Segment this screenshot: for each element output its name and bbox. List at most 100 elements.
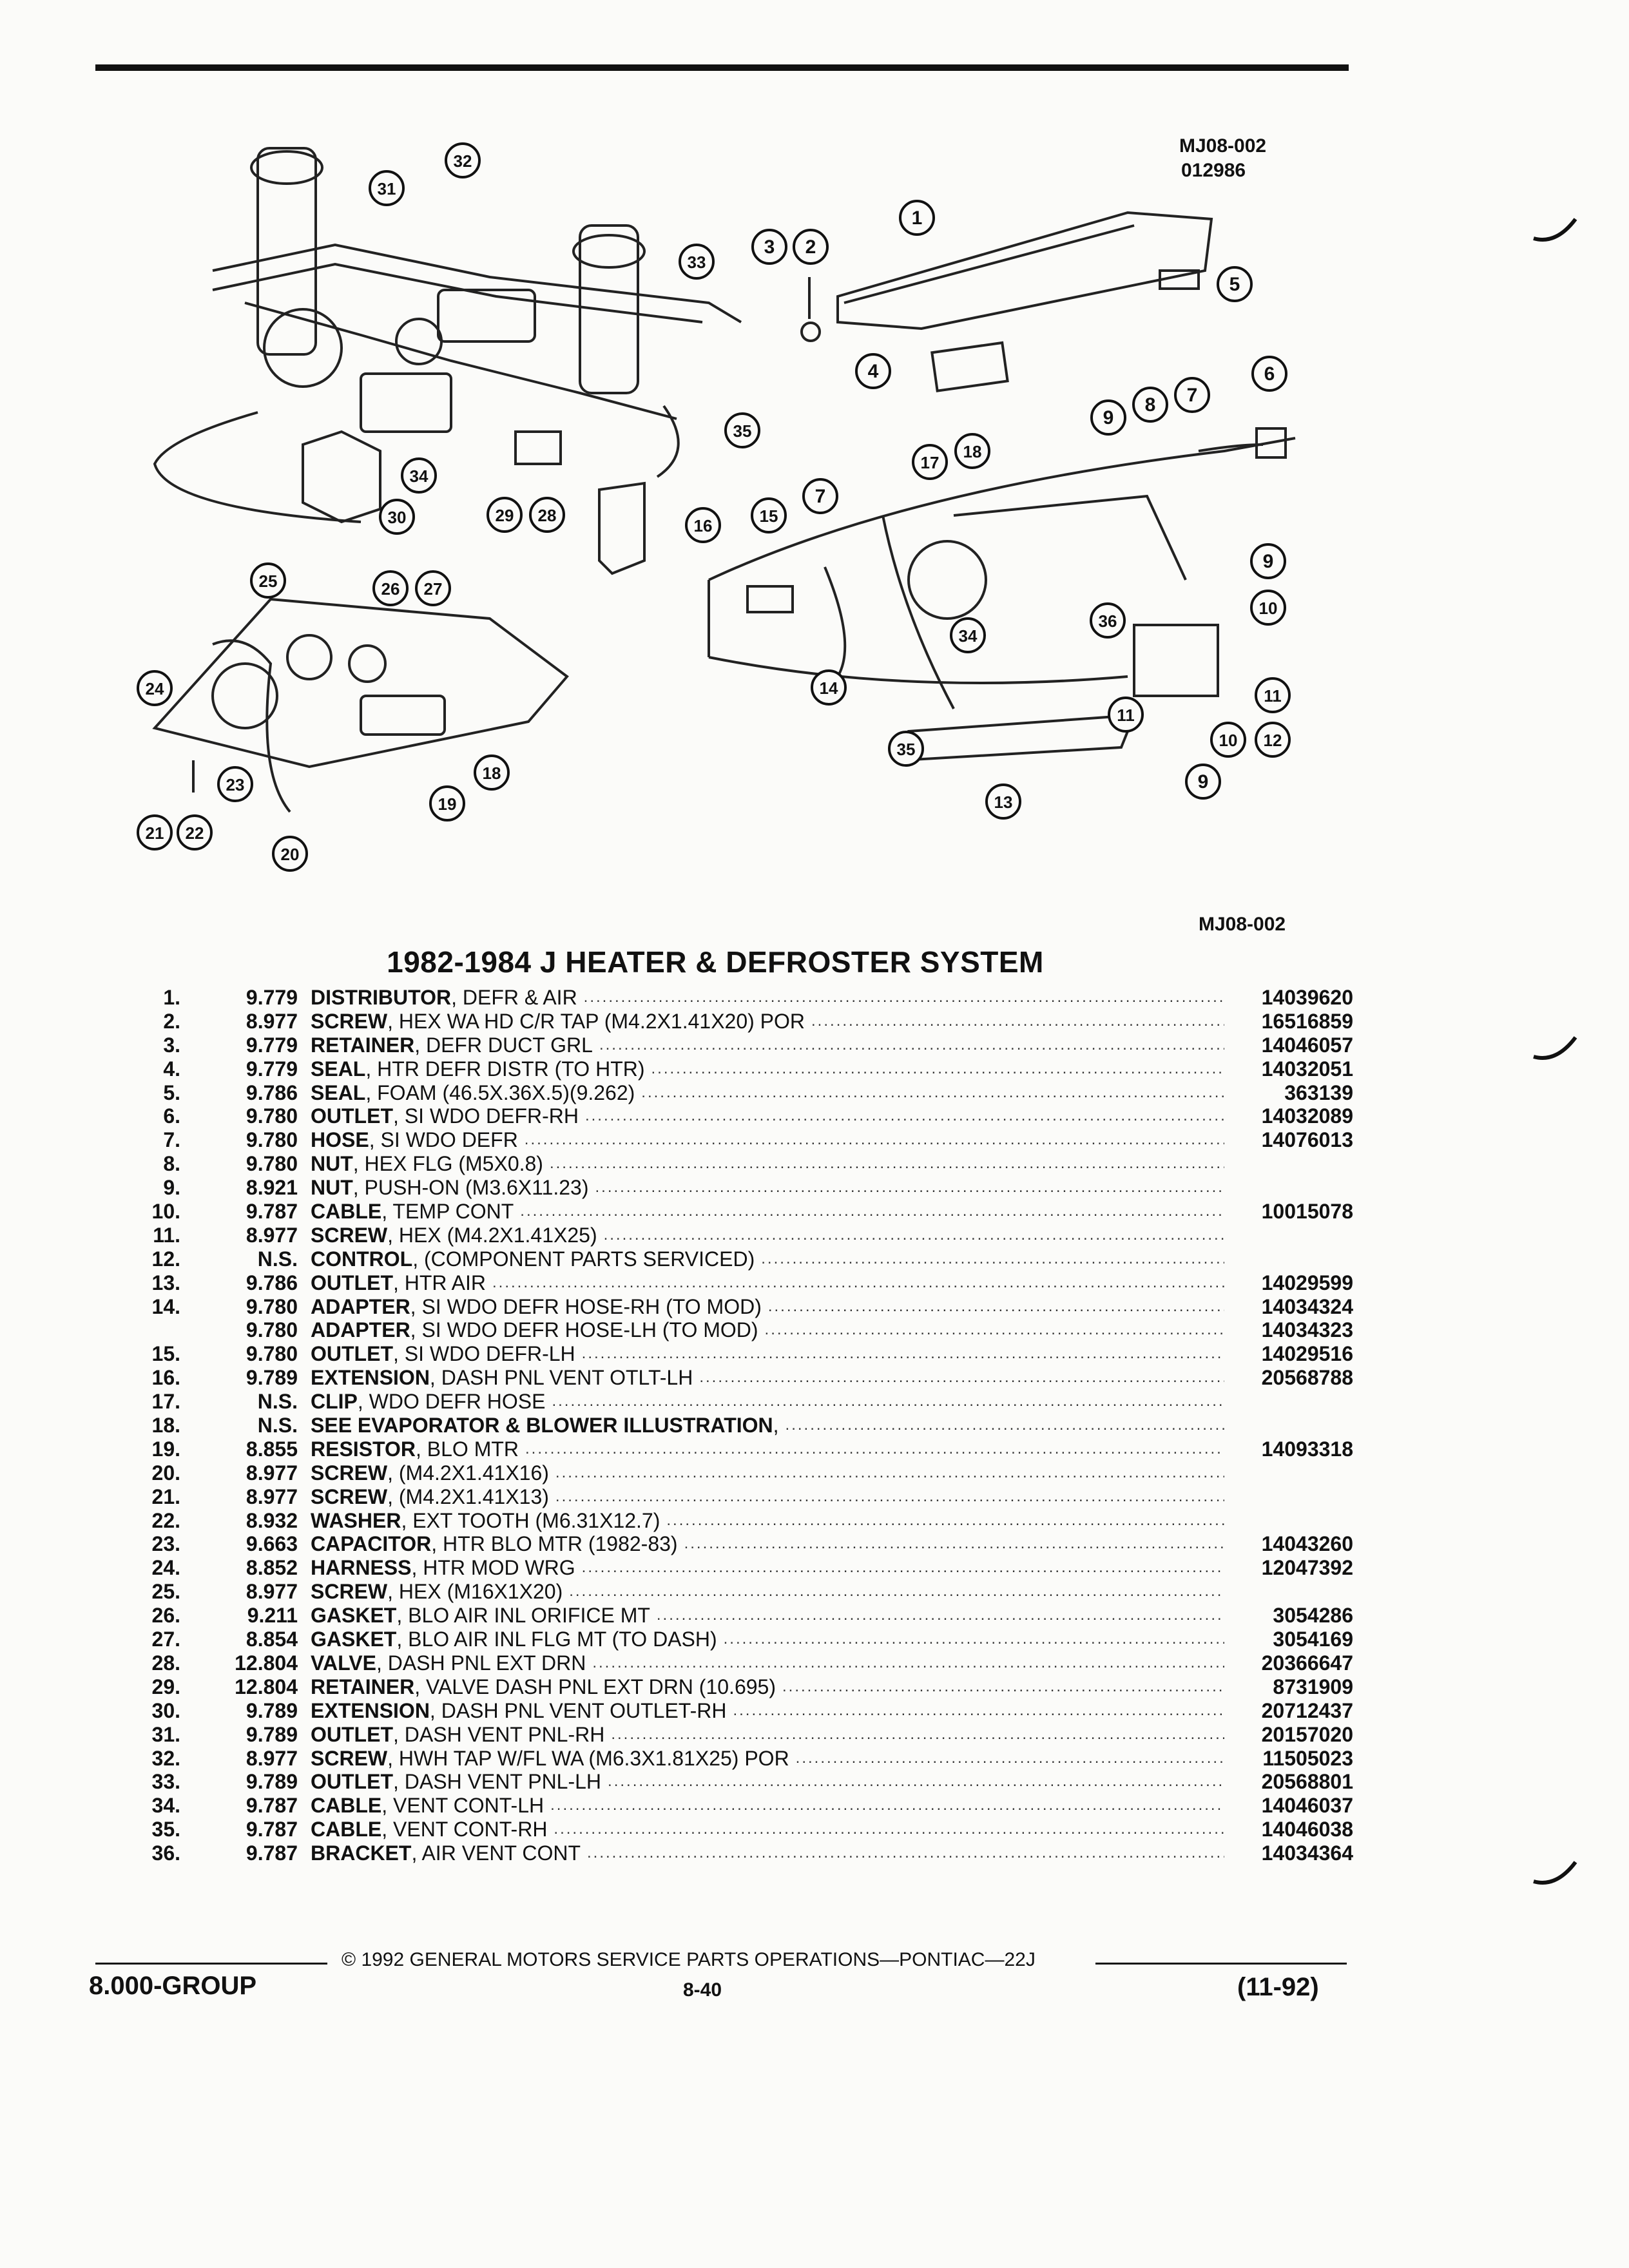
group-number: 9.787 xyxy=(246,1794,298,1818)
leader-dots xyxy=(579,1104,1224,1128)
part-description: GASKET , BLO AIR INL FLG MT (TO DASH) xyxy=(298,1628,1224,1651)
part-name: RETAINER xyxy=(311,1675,415,1698)
leader-dots xyxy=(549,1485,1224,1509)
callout-bubble: 26 xyxy=(372,570,409,606)
callout-bubbles: 1234567899910101111121314151671718181920… xyxy=(137,142,1291,872)
part-description: EXTENSION , DASH PNL VENT OTLT-LH xyxy=(298,1366,1224,1390)
part-number: 363139 xyxy=(1284,1081,1353,1104)
part-detail: , DASH VENT PNL-RH xyxy=(392,1722,605,1746)
diagram-linework xyxy=(152,147,1296,813)
parts-row: 12.N.S.CONTROL , (COMPONENT PARTS SERVIC… xyxy=(129,1247,1353,1271)
callout-label: 4 xyxy=(868,361,879,382)
part-description: EXTENSION , DASH PNL VENT OUTLET-RH xyxy=(298,1699,1224,1723)
item-number: 2. xyxy=(163,1009,180,1033)
callout-bubble: 3 xyxy=(751,229,787,265)
leader-dots xyxy=(726,1699,1224,1723)
callout-label: 6 xyxy=(1264,363,1275,385)
item-number: 8. xyxy=(163,1152,180,1176)
callout-bubble: 9 xyxy=(1250,543,1286,579)
callout-bubble: 2 xyxy=(793,229,829,265)
parts-row: 17.N.S.CLIP , WDO DEFR HOSE xyxy=(129,1390,1353,1414)
group-number: N.S. xyxy=(257,1247,298,1271)
group-number: 9.780 xyxy=(246,1152,298,1176)
item-number: 1. xyxy=(163,986,180,1009)
callout-bubble: 23 xyxy=(217,766,253,802)
leader-dots xyxy=(543,1152,1224,1176)
part-detail: , DASH PNL EXT DRN xyxy=(376,1651,586,1675)
part-detail: , AIR VENT CONT xyxy=(411,1841,581,1865)
group-number: 8.921 xyxy=(246,1176,298,1200)
leader-dots xyxy=(758,1318,1224,1342)
callout-bubble: 11 xyxy=(1255,677,1291,713)
revision-date: (11-92) xyxy=(1237,1973,1319,2001)
item-number: 33. xyxy=(151,1770,180,1794)
part-description: DISTRIBUTOR , DEFR & AIR xyxy=(298,986,1224,1010)
callout-bubble: 8 xyxy=(1132,387,1168,423)
part-description: OUTLET , SI WDO DEFR-LH xyxy=(298,1342,1224,1366)
exploded-parts-diagram: 1234567899910101111121314151671718181920… xyxy=(137,142,1296,872)
part-description: SCREW , (M4.2X1.41X16) xyxy=(298,1461,1224,1485)
group-number: 9.663 xyxy=(246,1532,298,1556)
callout-label: 29 xyxy=(496,506,514,525)
part-name: RETAINER xyxy=(311,1033,415,1057)
callout-label: 36 xyxy=(1099,611,1117,631)
part-detail: , HEX (M4.2X1.41X25) xyxy=(387,1223,597,1247)
part-name: SCREW xyxy=(311,1223,388,1247)
part-detail: , (M4.2X1.41X13) xyxy=(387,1485,549,1508)
group-number: 9.787 xyxy=(246,1818,298,1841)
part-detail: , SI WDO DEFR-LH xyxy=(392,1342,575,1366)
part-number: 16516859 xyxy=(1261,1009,1353,1033)
part-number: 20568801 xyxy=(1261,1770,1353,1794)
part-number: 14029599 xyxy=(1261,1271,1353,1294)
group-number: 8.854 xyxy=(246,1628,298,1651)
part-detail: , TEMP CONT xyxy=(381,1200,514,1224)
group-number: 9.211 xyxy=(247,1604,298,1628)
group-number: 9.779 xyxy=(246,1033,298,1057)
callout-bubble: 11 xyxy=(1108,697,1144,733)
item-number: 28. xyxy=(151,1651,180,1675)
part-description: SCREW , HEX (M16X1X20) xyxy=(298,1580,1224,1604)
leader-dots xyxy=(755,1247,1224,1271)
callout-label: 10 xyxy=(1259,599,1278,618)
group-number: N.S. xyxy=(257,1390,298,1414)
item-number: 25. xyxy=(151,1580,180,1604)
parts-row: 18.N.S.SEE EVAPORATOR & BLOWER ILLUSTRAT… xyxy=(129,1414,1353,1437)
part-description: ADAPTER , SI WDO DEFR HOSE-LH (TO MOD) xyxy=(298,1318,1224,1342)
part-detail: , DASH PNL VENT OUTLET-RH xyxy=(429,1698,727,1722)
part-description: SCREW , HWH TAP W/FL WA (M6.3X1.81X25) P… xyxy=(298,1747,1224,1771)
leader-dots xyxy=(518,1128,1224,1152)
group-number: 8.977 xyxy=(246,1461,298,1485)
part-number: 20157020 xyxy=(1261,1722,1353,1746)
item-number: 18. xyxy=(151,1414,180,1437)
part-detail: , HTR MOD WRG xyxy=(411,1556,575,1580)
callout-label: 11 xyxy=(1264,686,1282,706)
callout-bubble: 1 xyxy=(899,200,935,236)
part-description: NUT , PUSH-ON (M3.6X11.23) xyxy=(298,1176,1224,1200)
leader-dots xyxy=(635,1081,1224,1105)
part-name: WASHER xyxy=(311,1508,401,1532)
callout-bubble: 17 xyxy=(912,444,948,480)
callout-label: 14 xyxy=(820,678,838,698)
leader-dots xyxy=(678,1532,1224,1556)
part-detail: , EXT TOOTH (M6.31X12.7) xyxy=(401,1508,660,1532)
part-detail: , xyxy=(773,1414,779,1437)
margin-tick-mark xyxy=(1533,1861,1577,1885)
part-description: VALVE , DASH PNL EXT DRN xyxy=(298,1651,1224,1675)
part-name: OUTLET xyxy=(311,1722,393,1746)
part-number: 14034323 xyxy=(1261,1318,1353,1342)
item-number: 36. xyxy=(151,1841,180,1865)
item-number: 22. xyxy=(151,1508,180,1532)
callout-label: 3 xyxy=(764,236,775,258)
part-description: OUTLET , HTR AIR xyxy=(298,1271,1224,1295)
callout-label: 7 xyxy=(815,486,826,507)
part-number: 14034364 xyxy=(1261,1841,1353,1865)
item-number: 27. xyxy=(151,1628,180,1651)
part-name: OUTLET xyxy=(311,1342,393,1366)
